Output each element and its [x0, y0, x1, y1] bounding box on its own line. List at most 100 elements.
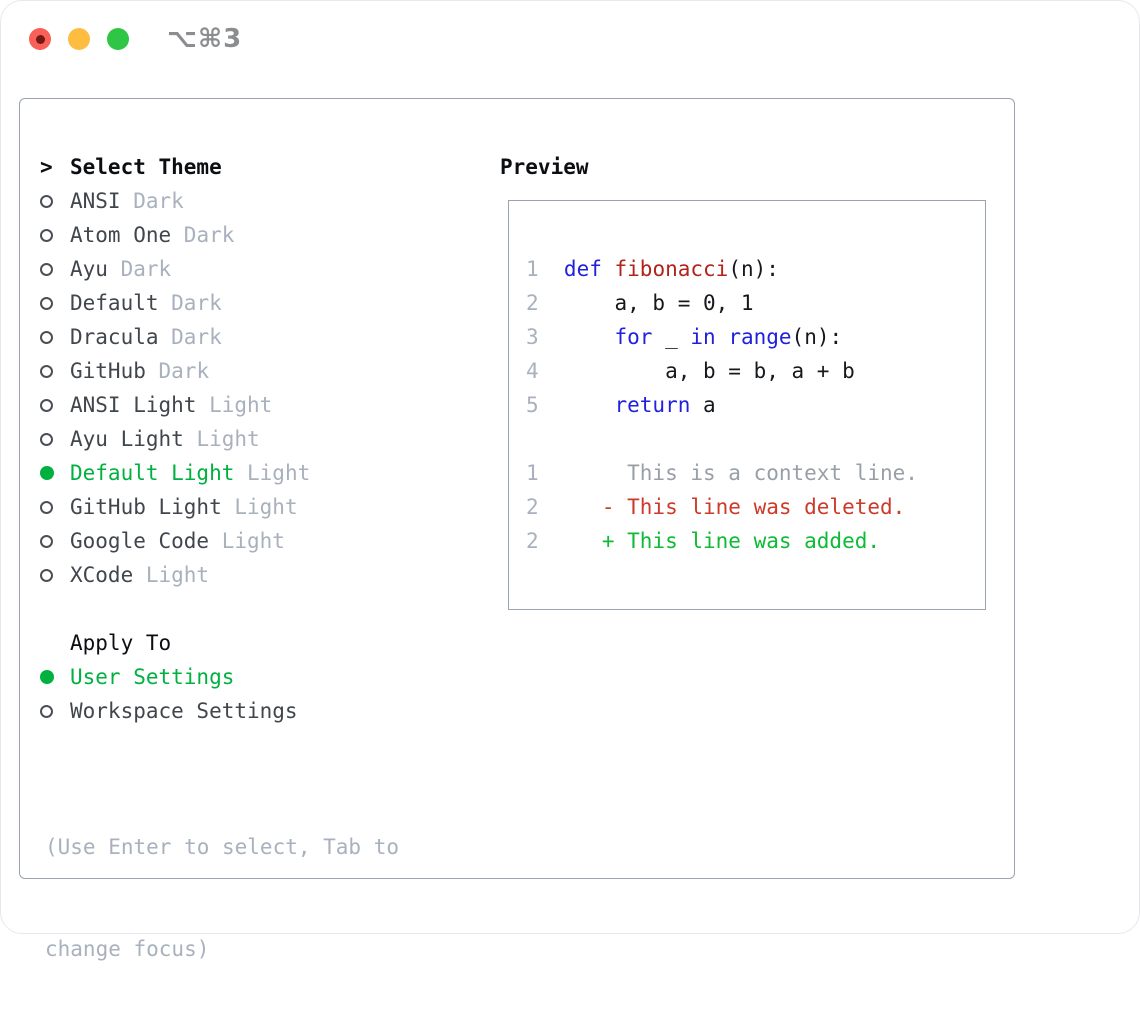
theme-option-atom-one[interactable]: Atom One Dark: [40, 218, 399, 252]
select-theme-heading-label: Select Theme: [70, 155, 222, 179]
preview-heading: Preview: [500, 155, 589, 179]
code-token: [564, 529, 602, 553]
radio-icon: [40, 432, 53, 446]
apply-to-heading-label: Apply To: [70, 631, 172, 655]
theme-variant: Light: [221, 529, 285, 553]
theme-option-dracula[interactable]: Dracula Dark: [40, 320, 399, 354]
code-token: [716, 325, 729, 349]
code-line: 5 return a: [526, 388, 985, 422]
theme-variant: Dark: [120, 257, 172, 281]
code-token: (n):: [791, 325, 843, 349]
code-line: 2 + This line was added.: [526, 524, 985, 558]
apply-option-workspace-settings[interactable]: Workspace Settings: [40, 694, 399, 728]
code-token: def: [563, 257, 602, 281]
radio-icon: [40, 364, 53, 378]
radio-icon: [40, 568, 53, 582]
theme-variant: Light: [234, 495, 298, 519]
theme-name: Dracula: [70, 325, 172, 349]
keyboard-hint: (Use Enter to select, Tab to change focu…: [45, 762, 399, 1034]
theme-option-default-light[interactable]: Default Light Light: [40, 456, 399, 490]
code-line: 2 a, b = 0, 1: [526, 286, 985, 320]
code-line: [526, 422, 985, 456]
theme-variant: Dark: [183, 223, 235, 247]
hint-line-2: change focus): [45, 937, 210, 961]
window-shortcut-label: ⌥⌘3: [167, 24, 243, 54]
theme-name: GitHub Light: [70, 495, 235, 519]
line-number: 2: [526, 495, 539, 519]
code-token: in: [690, 325, 716, 349]
line-number: 2: [526, 529, 539, 553]
theme-name: ANSI: [70, 189, 134, 213]
code-token: a: [690, 393, 716, 417]
minimize-button[interactable]: [68, 28, 90, 50]
code-token: (n):: [728, 257, 779, 281]
theme-option-default[interactable]: Default Dark: [40, 286, 399, 320]
theme-name: GitHub: [70, 359, 159, 383]
theme-name: Default: [70, 291, 172, 315]
code-token: - This line was deleted.: [601, 495, 906, 519]
theme-variant: Light: [145, 563, 210, 587]
theme-option-ansi-light[interactable]: ANSI Light Light: [40, 388, 399, 422]
code-line: 2 - This line was deleted.: [526, 490, 985, 524]
caret-icon: >: [40, 155, 53, 179]
select-theme-heading: > Select Theme: [40, 150, 399, 184]
line-number: 3: [526, 325, 539, 349]
code-token: return: [614, 393, 691, 417]
zoom-button[interactable]: [107, 28, 129, 50]
code-token: for: [614, 325, 653, 349]
theme-name: Google Code: [70, 529, 222, 553]
code-token: a, b = 0, 1: [563, 291, 754, 315]
code-token: a, b = b, a + b: [563, 359, 855, 383]
theme-name: Atom One: [70, 223, 184, 247]
theme-option-ayu[interactable]: Ayu Dark: [40, 252, 399, 286]
radio-selected-icon: [40, 466, 54, 480]
spacer: [40, 728, 399, 762]
theme-option-ansi[interactable]: ANSI Dark: [40, 184, 399, 218]
theme-option-github[interactable]: GitHub Dark: [40, 354, 399, 388]
radio-selected-icon: [40, 670, 54, 684]
theme-option-ayu-light[interactable]: Ayu Light Light: [40, 422, 399, 456]
code-line: 4 a, b = b, a + b: [526, 354, 985, 388]
radio-icon: [40, 228, 53, 242]
code-line: 1 This is a context line.: [526, 456, 985, 490]
line-number: 5: [526, 393, 539, 417]
theme-option-github-light[interactable]: GitHub Light Light: [40, 490, 399, 524]
hint-line-1: (Use Enter to select, Tab to: [45, 835, 400, 859]
theme-variant: Dark: [171, 291, 222, 315]
line-number: 1: [526, 461, 539, 485]
theme-variant: Light: [247, 461, 311, 485]
theme-option-xcode[interactable]: XCode Light: [40, 558, 399, 592]
code-token: [564, 325, 615, 349]
radio-icon: [40, 500, 53, 514]
line-number: 2: [526, 291, 539, 315]
theme-option-google-code[interactable]: Google Code Light: [40, 524, 399, 558]
radio-icon: [40, 194, 53, 208]
radio-icon: [40, 330, 53, 344]
radio-icon: [40, 262, 53, 276]
close-button[interactable]: [29, 28, 51, 50]
close-button-dot-icon: [35, 34, 45, 44]
theme-name: XCode: [70, 563, 146, 587]
radio-icon: [40, 398, 53, 412]
apply-option-label: User Settings: [70, 665, 235, 689]
apply-option-label: Workspace Settings: [70, 699, 298, 723]
code-token: [602, 257, 615, 281]
code-token: range: [728, 325, 792, 349]
spacer: [40, 592, 399, 626]
radio-icon: [40, 296, 53, 310]
theme-variant: Light: [196, 427, 260, 451]
code-token: fibonacci: [614, 257, 729, 281]
theme-variant: Dark: [133, 189, 184, 213]
code-token: This is a context line.: [563, 461, 918, 485]
apply-to-heading: Apply To: [40, 626, 399, 660]
radio-icon: [40, 534, 53, 548]
theme-name: Ayu: [70, 257, 121, 281]
apply-option-user-settings[interactable]: User Settings: [40, 660, 399, 694]
